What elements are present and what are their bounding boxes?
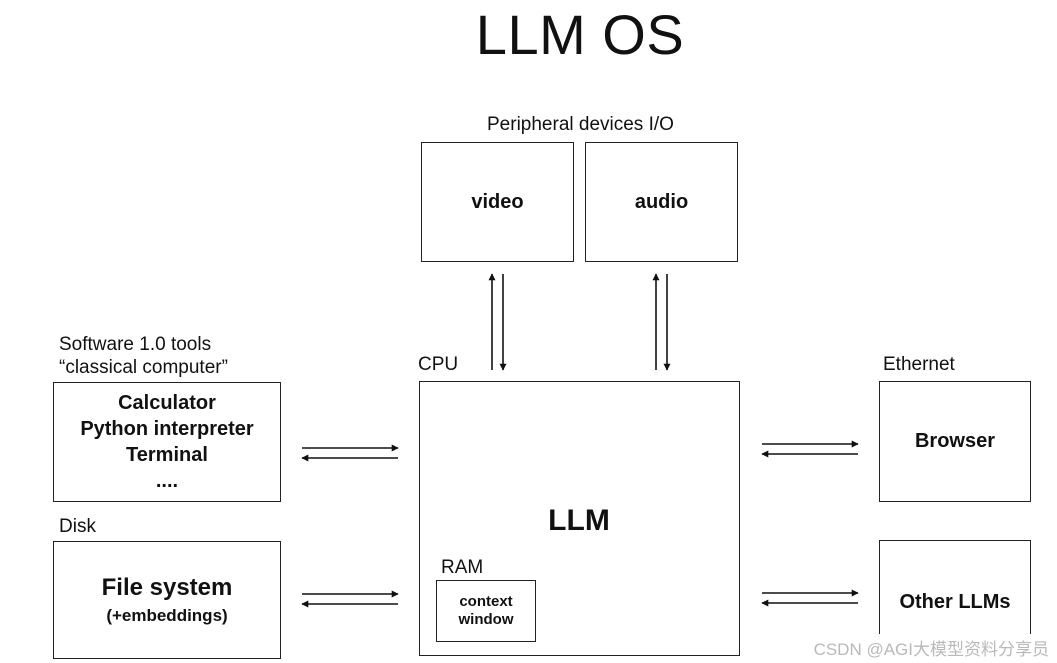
video-label: video [471, 190, 524, 213]
cpu-box: LLM RAM context window [419, 381, 740, 656]
ram-label: RAM [441, 557, 484, 578]
llm-label: LLM [548, 504, 610, 537]
embeddings-label: (+embeddings) [106, 606, 228, 625]
disk-label: Disk [59, 516, 96, 537]
browser-box: Browser [879, 381, 1031, 502]
software-tools-list: Calculator Python interpreter Terminal .… [80, 390, 253, 494]
tool-calculator: Calculator [118, 392, 216, 414]
audio-label: audio [634, 190, 689, 213]
classical-computer-label: “classical computer” [59, 357, 228, 378]
window-label: window [458, 611, 514, 628]
tool-terminal: Terminal [126, 444, 208, 466]
software-tools-box: Calculator Python interpreter Terminal .… [53, 382, 281, 502]
diagram-title: LLM OS [475, 3, 685, 66]
context-label: context [459, 593, 513, 610]
tool-ellipsis: .... [155, 470, 179, 492]
audio-box: audio [585, 142, 738, 262]
file-system-box: File system (+embeddings) [53, 541, 281, 659]
cpu-label: CPU [418, 354, 459, 375]
other-llms-label: Other LLMs [899, 590, 1011, 613]
csdn-watermark: CSDN @AGI大模型资料分享员 [811, 634, 1051, 661]
file-system-label: File system [101, 574, 233, 601]
video-box: video [421, 142, 574, 262]
tool-python-interpreter: Python interpreter [80, 418, 254, 440]
browser-label: Browser [914, 430, 996, 452]
ethernet-label: Ethernet [883, 354, 955, 375]
context-window-box: context window [436, 580, 536, 642]
software-tools-label: Software 1.0 tools [59, 334, 212, 355]
peripheral-devices-label: Peripheral devices I/O [487, 114, 674, 135]
